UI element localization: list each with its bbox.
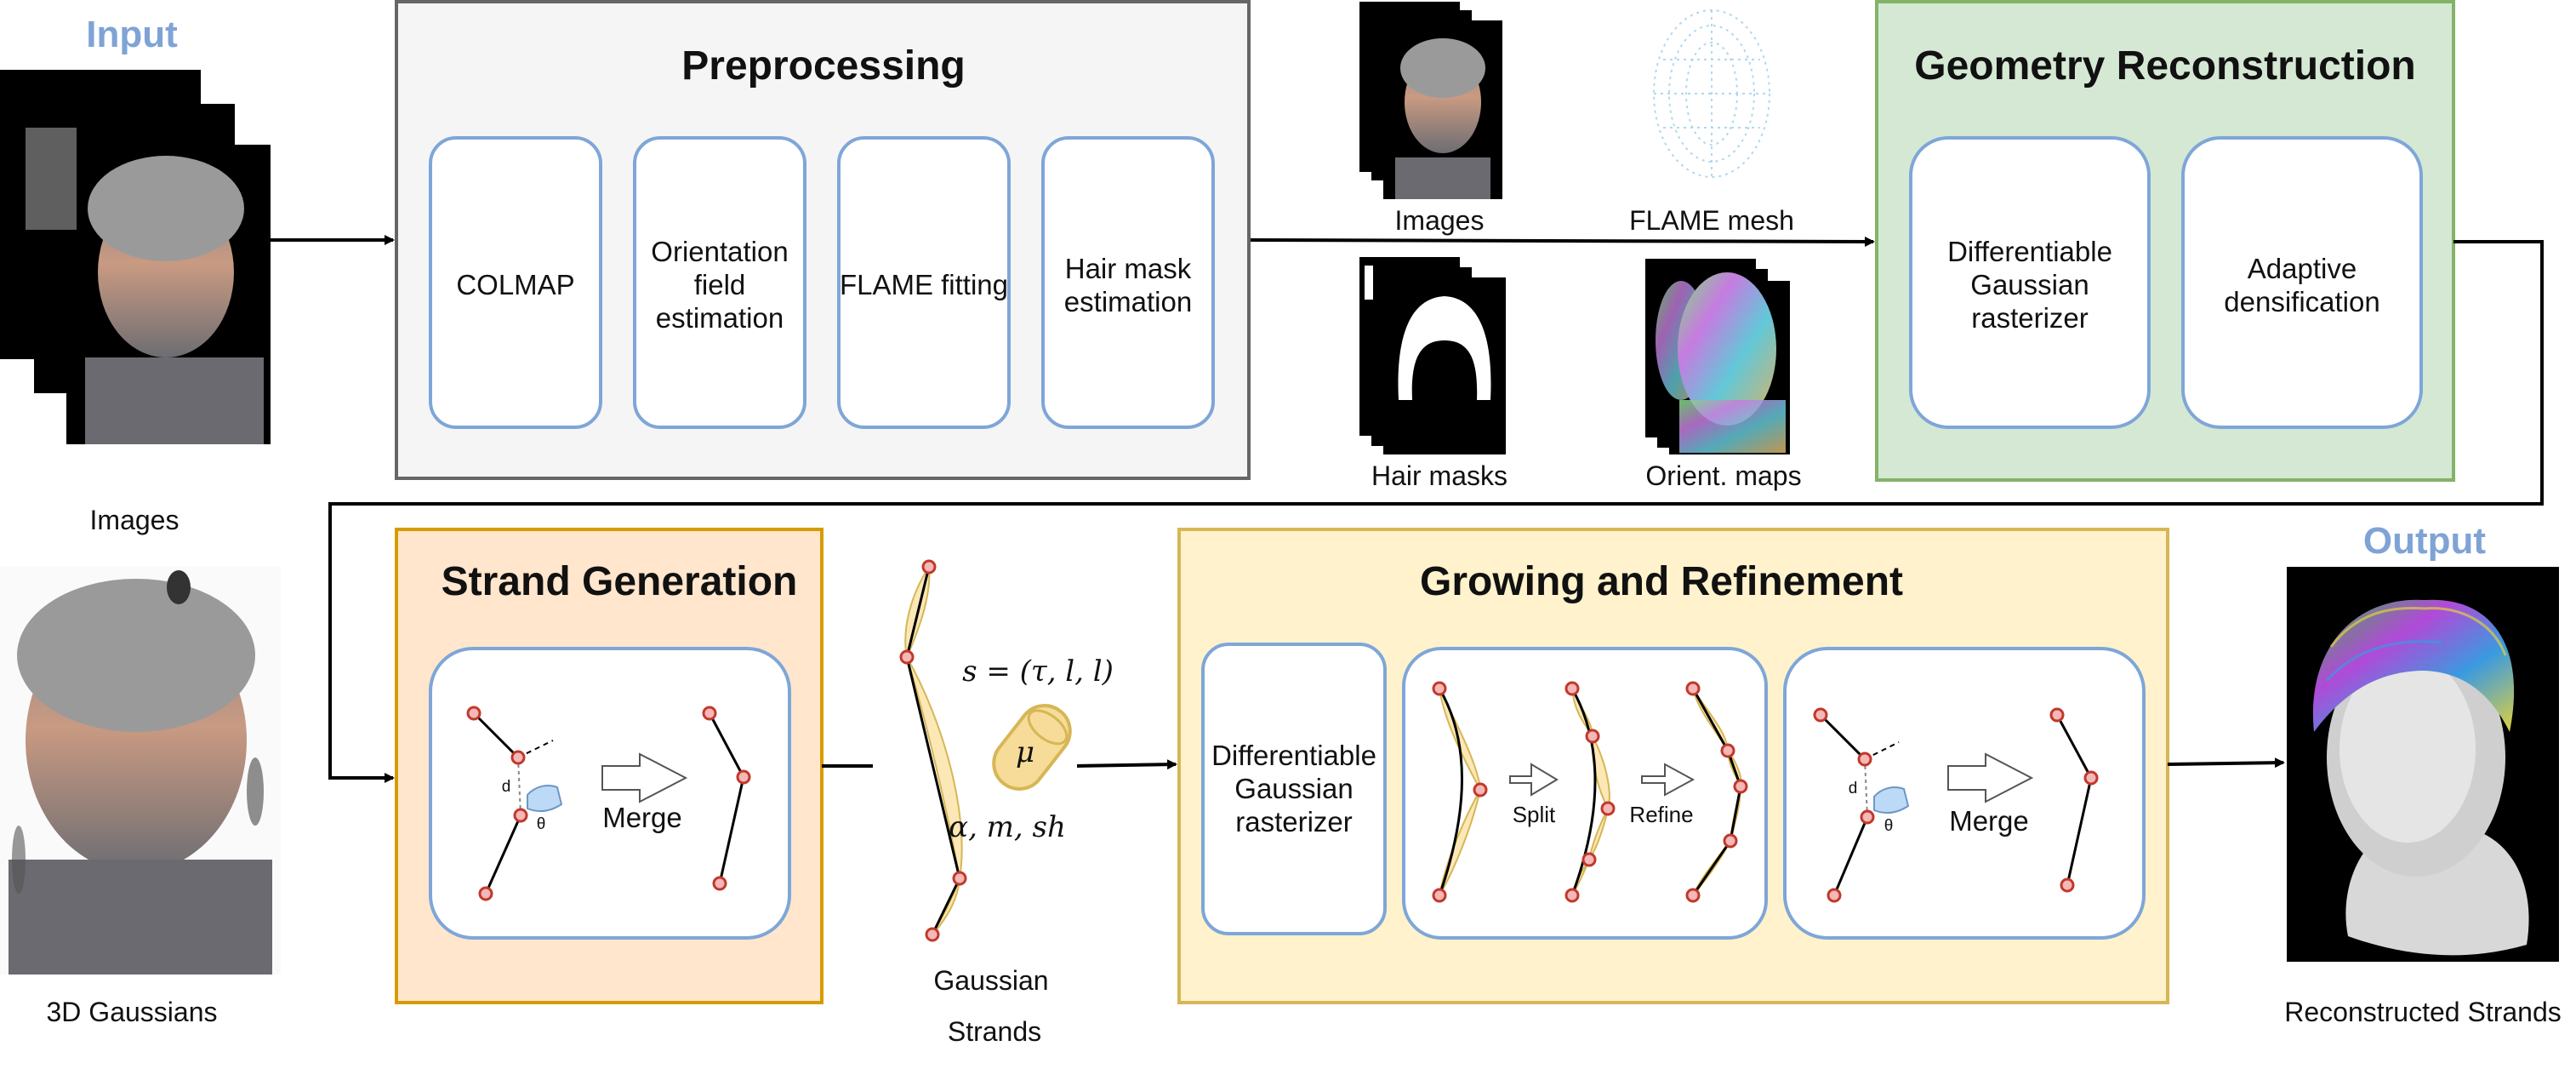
intermediate-images-stack <box>1359 2 1502 199</box>
growing-merge-diagram-left <box>1813 707 1910 903</box>
input-title: Input <box>86 14 178 55</box>
gaussian-strand-figure <box>899 559 1072 942</box>
arrow-geometry-to-strand-generation <box>328 240 2544 783</box>
flame-fitting-label: FLAME fitting <box>840 269 1008 300</box>
output-caption: Reconstructed Strands <box>2284 997 2562 1027</box>
geometry-rasterizer-label-3: rasterizer <box>1971 302 2089 334</box>
flow-arrows <box>271 235 2544 783</box>
intermediate-images-caption: Images <box>1395 205 1485 236</box>
output-image <box>2287 567 2559 962</box>
adaptive-densification-label-2: densification <box>2224 286 2379 317</box>
split-refine-box <box>1402 647 1768 940</box>
growing-rasterizer-label-3: rasterizer <box>1235 806 1353 837</box>
split-arrow-icon <box>1509 763 1559 797</box>
split-diagram-result <box>1564 681 1616 903</box>
flame-mesh-image <box>1653 9 1770 178</box>
hair-masks-caption: Hair masks <box>1371 460 1507 491</box>
refine-arrow-icon <box>1641 763 1695 797</box>
orientation-label-2: field <box>694 269 746 300</box>
growing-rasterizer-label-1: Differentiable <box>1211 740 1376 771</box>
strand-d-label: d <box>502 778 511 796</box>
gaussian-strands-caption-1: Gaussian <box>933 965 1048 996</box>
split-label: Split <box>1513 802 1556 827</box>
growing-theta-label: θ <box>1884 817 1894 835</box>
flame-fitting-box <box>837 136 1011 429</box>
strand-merge-diagram-left <box>466 706 563 901</box>
strand-merge-arrow-icon <box>601 752 688 803</box>
adaptive-densification-box <box>2181 136 2423 429</box>
adaptive-densification-label-1: Adaptive <box>2248 253 2357 284</box>
growing-merge-arrow-icon <box>1947 752 2034 803</box>
gaussian-scale-formula: s = (τ, l, l) <box>962 654 1114 689</box>
flame-mesh-caption: FLAME mesh <box>1629 205 1794 236</box>
refine-diagram-result <box>1685 681 1748 903</box>
gaussian-mean-formula: μ <box>1016 735 1034 769</box>
arrow-strands-to-growing <box>1076 759 1177 770</box>
colmap-label: COLMAP <box>456 269 574 300</box>
refine-label: Refine <box>1629 802 1693 827</box>
hair-masks-stack <box>1359 257 1506 454</box>
orientation-label-3: estimation <box>656 302 784 334</box>
geometry-rasterizer-label-1: Differentiable <box>1947 236 2112 267</box>
growing-rasterizer-label-2: Gaussian <box>1234 773 1353 804</box>
orient-maps-caption: Orient. maps <box>1645 460 1801 491</box>
arrow-growing-to-output <box>2167 757 2285 769</box>
gaussians-image <box>0 566 281 975</box>
geometry-rasterizer-label-2: Gaussian <box>1970 269 2089 300</box>
output-title: Output <box>2363 520 2487 562</box>
hair-mask-label-2: estimation <box>1064 286 1192 317</box>
growing-d-label: d <box>1849 780 1858 797</box>
strand-theta-label: θ <box>537 815 546 833</box>
growing-rasterizer-box <box>1201 643 1387 935</box>
arrow-preprocessing-to-geometry <box>1250 236 1875 247</box>
orient-maps-stack <box>1645 259 1790 454</box>
hair-mask-label-1: Hair mask <box>1065 253 1192 284</box>
preprocessing-title: Preprocessing <box>681 43 965 89</box>
geometry-title: Geometry Reconstruction <box>1914 43 2415 89</box>
gaussian-attrs-formula: α, m, sh <box>949 810 1066 844</box>
colmap-box <box>429 136 602 429</box>
split-diagram-original <box>1432 681 1488 903</box>
growing-merge-diagram-right <box>2049 707 2099 893</box>
gaussian-strands-caption-2: Strands <box>948 1016 1041 1047</box>
growing-title: Growing and Refinement <box>1420 559 1903 604</box>
strand-merge-label: Merge <box>602 802 682 833</box>
growing-merge-label: Merge <box>1949 805 2029 837</box>
strand-merge-box <box>429 647 791 940</box>
orientation-label-1: Orientation <box>651 236 788 267</box>
input-images-caption: Images <box>90 505 180 535</box>
strand-merge-diagram-right <box>702 706 751 891</box>
gaussians-caption: 3D Gaussians <box>47 997 218 1027</box>
hair-mask-box <box>1041 136 1215 429</box>
geometry-rasterizer-box <box>1909 136 2151 429</box>
orientation-box <box>633 136 806 429</box>
input-image-stack <box>0 70 271 444</box>
strand-generation-title: Strand Generation <box>442 559 798 604</box>
